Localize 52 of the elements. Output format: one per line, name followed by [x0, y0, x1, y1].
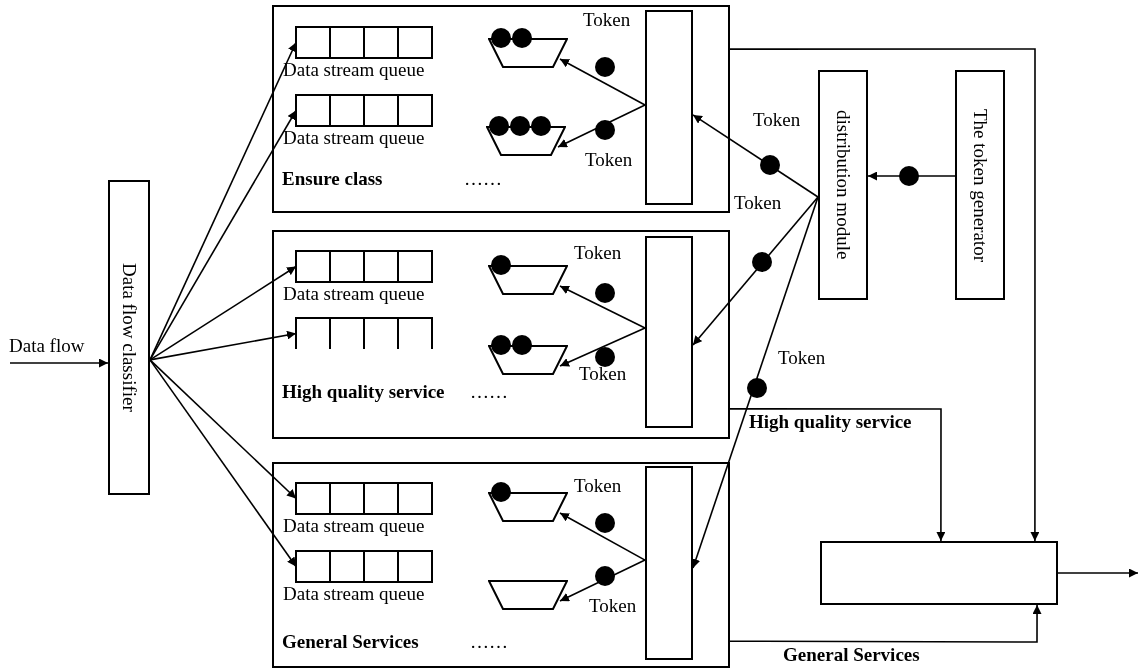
arrow [559, 559, 646, 602]
arrow [691, 196, 819, 569]
arrow [729, 48, 1040, 542]
edge-label: Token [573, 476, 623, 497]
edge-label: Token [777, 348, 827, 369]
edge-label: Token [573, 243, 623, 264]
arrow [559, 58, 646, 106]
queue-label: Data stream queue [283, 60, 425, 81]
edge-label: Token [733, 193, 783, 214]
queue-label: Data stream queue [283, 516, 425, 537]
arrow [692, 196, 819, 346]
arrow [867, 171, 956, 181]
edge-label: Data flow [8, 336, 86, 357]
arrow [149, 265, 297, 361]
arrow [149, 330, 297, 361]
edge-label: Token [578, 364, 628, 385]
arrow [692, 114, 819, 198]
queue-label: Data stream queue [283, 128, 425, 149]
group-panel [272, 230, 730, 439]
arrow [559, 327, 646, 367]
queue-label: Data stream queue [283, 284, 425, 305]
group-title: Ensure class [282, 169, 383, 190]
edge-label: Token [584, 150, 634, 171]
group-title: High quality service [282, 382, 445, 403]
arrow [729, 408, 946, 542]
generator-box: The token generator [955, 70, 1005, 300]
arrow [149, 359, 297, 500]
group-title: General Services [282, 632, 419, 653]
ellipsis: …… [470, 382, 508, 403]
queue-label: Data stream queue [283, 584, 425, 605]
arrow [557, 104, 646, 148]
arrow [149, 359, 297, 568]
arrow [559, 512, 646, 561]
group-panel [272, 5, 730, 213]
arrow [9, 358, 109, 368]
ellipsis: …… [470, 632, 508, 653]
edge-label: Token [752, 110, 802, 131]
arrow [559, 285, 646, 329]
edge-label: Token [582, 10, 632, 31]
scheduler-box [645, 466, 693, 660]
ellipsis: …… [464, 169, 502, 190]
arrow [149, 109, 297, 361]
scheduler-box [645, 236, 693, 428]
arrow [729, 604, 1042, 643]
module-box: distribution module [818, 70, 868, 300]
output-box [820, 541, 1058, 605]
classifier-box: Data flow classifier [108, 180, 150, 495]
scheduler-box [645, 10, 693, 205]
arrow [1057, 568, 1139, 578]
edge-label: High quality service [748, 412, 913, 433]
edge-label: Token [588, 596, 638, 617]
group-panel [272, 462, 730, 668]
